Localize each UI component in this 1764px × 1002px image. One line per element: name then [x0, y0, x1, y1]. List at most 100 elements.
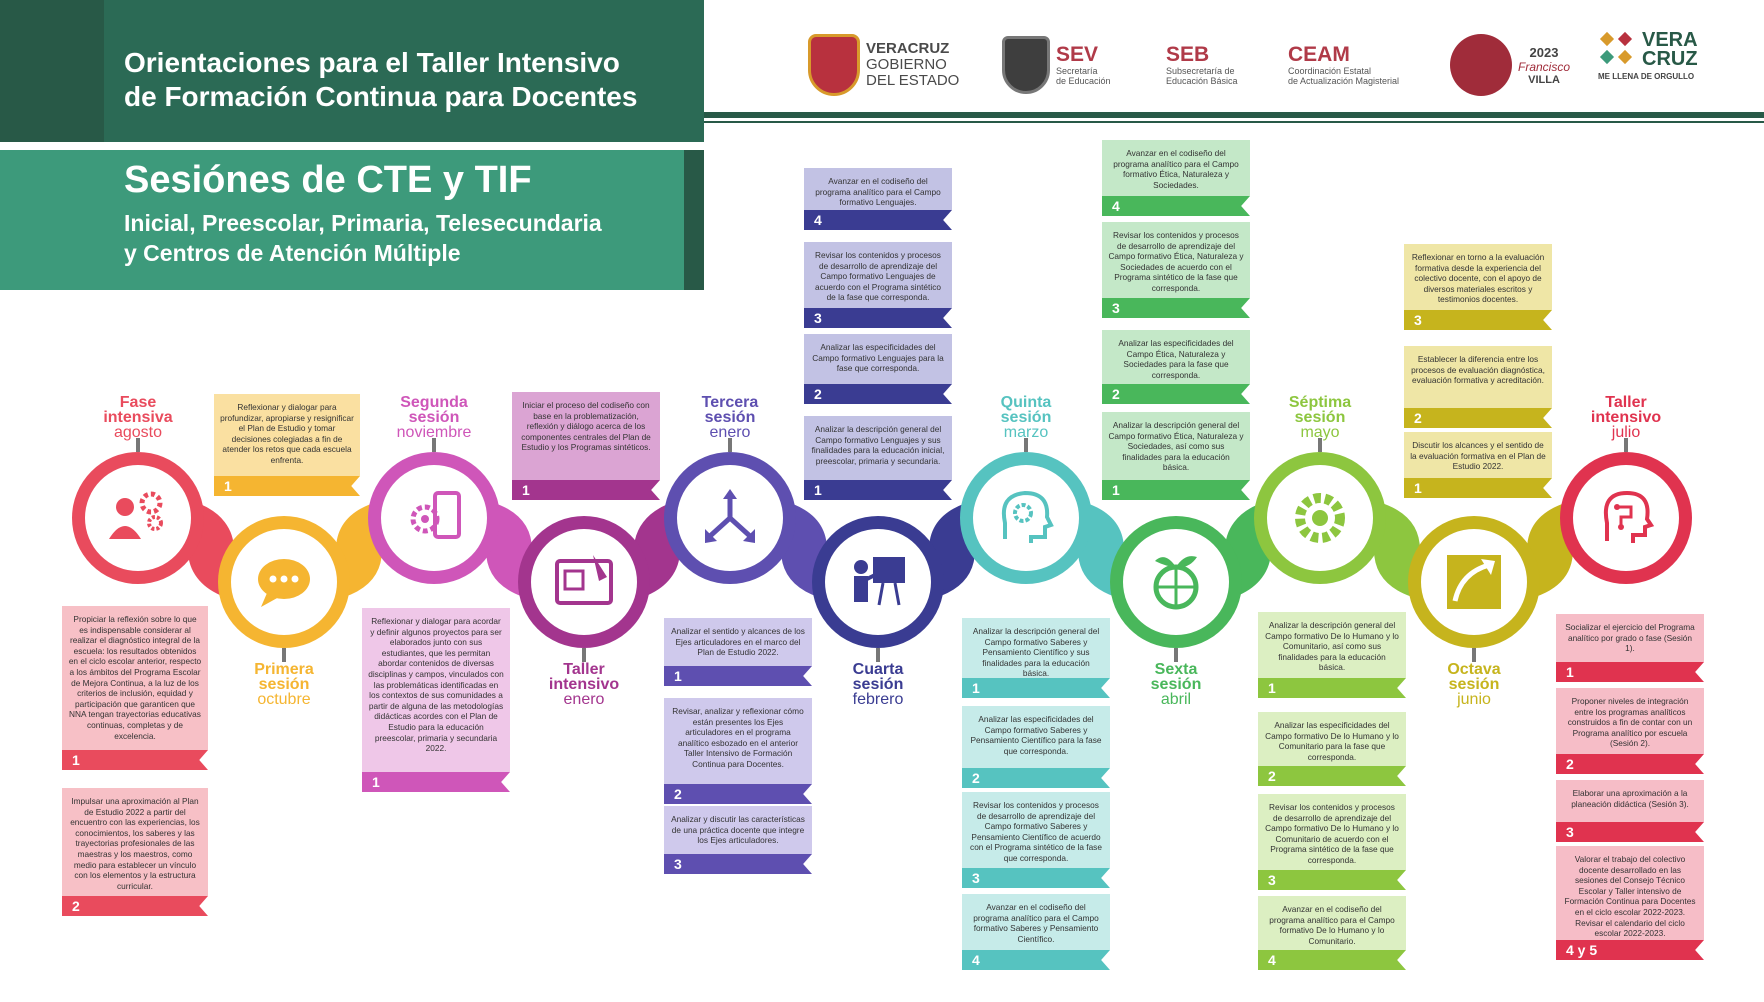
- teacher-board-icon: [828, 532, 928, 632]
- villa-portrait-icon: [1450, 34, 1512, 96]
- objective-number-badge: 1: [1404, 478, 1552, 498]
- page-title: Orientaciones para el Taller Intensivo d…: [124, 46, 704, 114]
- objective-box: Socializar el ejercicio del Programa ana…: [1556, 614, 1704, 662]
- objective-text: Impulsar una aproximación al Plan de Est…: [70, 796, 200, 891]
- logo-seb: SEB Subsecretaría de Educación Básica: [1166, 30, 1238, 100]
- objective-number-badge: 1: [1102, 480, 1250, 500]
- objective-number-badge: 2: [664, 784, 812, 804]
- veracruz-pattern-icon: [1599, 31, 1633, 65]
- people-gears-icon: [88, 468, 188, 568]
- session-label-bot: enero: [563, 691, 605, 708]
- objective-number-badge: 4: [962, 950, 1110, 970]
- session-stem: [1024, 438, 1028, 452]
- objective-text: Propiciar la reflexión sobre lo que es i…: [68, 614, 202, 741]
- objective-number-badge: 1: [804, 480, 952, 500]
- objective-box: Analizar las especificidades del Campo É…: [1102, 330, 1250, 384]
- objective-text: Revisar, analizar y reflexionar cómo est…: [672, 706, 804, 769]
- objective-text: Reflexionar y dialogar para acordar y de…: [368, 616, 504, 754]
- objective-number-badge: 3: [1556, 822, 1704, 842]
- objective-text: Iniciar el proceso del codiseño con base…: [521, 400, 651, 453]
- objective-box: Analizar y discutir las características …: [664, 806, 812, 854]
- objective-number-badge: 3: [1258, 870, 1406, 890]
- objective-box: Analizar las especificidades del Campo f…: [1258, 712, 1406, 766]
- objective-number-badge: 1: [1258, 678, 1406, 698]
- header-title-band: [104, 0, 704, 142]
- objective-box: Iniciar el proceso del codiseño con base…: [512, 392, 660, 480]
- objective-text: Analizar la descripción general del Camp…: [811, 424, 945, 466]
- session-stem: [1174, 648, 1178, 662]
- logo-veracruz-gobierno: VERACRUZ GOBIERNO DEL ESTADO: [808, 30, 959, 100]
- session-label-mid: intensivo: [548, 676, 620, 693]
- objective-box: Reflexionar y dialogar para profundizar,…: [214, 394, 360, 476]
- objective-number-badge: 3: [1404, 310, 1552, 330]
- objective-number-badge: 1: [664, 666, 812, 686]
- objective-text: Avanzar en el codiseño del programa anal…: [1113, 148, 1239, 190]
- objective-box: Reflexionar y dialogar para acordar y de…: [362, 608, 510, 772]
- head-circuit-icon: [1576, 468, 1676, 568]
- logo-sev: SEV Secretaría de Educación: [1002, 30, 1111, 100]
- session-label-mid: sesión: [1000, 409, 1052, 426]
- objective-number-badge: 1: [362, 772, 510, 792]
- session-label-bot: mayo: [1300, 424, 1340, 441]
- objective-text: Analizar las especificidades del Campo f…: [1265, 720, 1399, 762]
- objective-text: Analizar la descripción general del Camp…: [972, 626, 1100, 679]
- session-label-bot: abril: [1160, 691, 1192, 708]
- objective-text: Analizar las especificidades del Campo f…: [970, 714, 1102, 756]
- logo-villa-line1: Francisco: [1518, 59, 1571, 74]
- title-line-2: de Formación Continua para Docentes: [124, 81, 638, 112]
- session-label-bot: agosto: [113, 424, 163, 441]
- objective-number-badge: 3: [804, 308, 952, 328]
- session-label-mid: sesión: [1150, 676, 1202, 693]
- session-label-mid: sesión: [1448, 676, 1500, 693]
- logo-francisco-villa: 2023 Francisco VILLA: [1450, 30, 1570, 100]
- logo-veracruz-line3: DEL ESTADO: [866, 72, 960, 89]
- objective-text: Avanzar en el codiseño del programa anal…: [1269, 904, 1395, 946]
- session-label-bot: enero: [709, 424, 751, 441]
- objective-text: Analizar las especificidades del Campo f…: [812, 342, 944, 374]
- objective-text: Analizar el sentido y alcances de los Ej…: [671, 626, 805, 658]
- session-label-mid: sesión: [1294, 409, 1346, 426]
- globe-plant-icon: [1126, 532, 1226, 632]
- objective-box: Valorar el trabajo del colectivo docente…: [1556, 846, 1704, 940]
- logo-ceam: CEAM Coordinación Estatal de Actualizaci…: [1288, 30, 1399, 100]
- page-subtitle: Sesiónes de CTE y TIF: [124, 159, 532, 201]
- objective-number-badge: 2: [804, 384, 952, 404]
- session-label-bot: noviembre: [396, 424, 472, 441]
- session-ring-inner: [85, 465, 191, 571]
- session-label-mid: sesión: [704, 409, 756, 426]
- objective-box: Revisar los contenidos y procesos de des…: [962, 792, 1110, 868]
- objective-text: Analizar las especificidades del Campo É…: [1118, 338, 1234, 380]
- objective-box: Avanzar en el codiseño del programa anal…: [1102, 140, 1250, 196]
- objective-number-badge: 4: [1102, 196, 1250, 216]
- objective-box: Establecer la diferencia entre los proce…: [1404, 346, 1552, 408]
- session-stem: [1624, 438, 1628, 452]
- logo-sev-name: SEV: [1056, 43, 1099, 66]
- objective-box: Revisar los contenidos y procesos de des…: [1102, 222, 1250, 298]
- objective-box: Analizar la descripción general del Camp…: [1102, 412, 1250, 480]
- objective-box: Discutir los alcances y el sentido de la…: [1404, 432, 1552, 478]
- logo-seb-name: SEB: [1166, 43, 1210, 66]
- objective-box: Revisar los contenidos y procesos de des…: [1258, 794, 1406, 870]
- session-label-bot: julio: [1611, 424, 1641, 441]
- session-label-top: Segunda: [400, 394, 468, 411]
- objective-text: Revisar los contenidos y procesos de des…: [815, 250, 941, 303]
- objective-number-badge: 4: [1258, 950, 1406, 970]
- objective-box: Analizar la descripción general del Camp…: [1258, 612, 1406, 678]
- objective-number-badge: 1: [512, 480, 660, 500]
- objective-text: Analizar la descripción general del Camp…: [1265, 620, 1399, 673]
- session-label-mid: intensivo: [1590, 409, 1662, 426]
- objective-text: Revisar los contenidos y procesos de des…: [1265, 802, 1399, 865]
- objective-text: Discutir los alcances y el sentido de la…: [1410, 440, 1546, 472]
- session-stem: [876, 648, 880, 662]
- objective-number-badge: 2: [62, 896, 208, 916]
- session-stem: [1472, 648, 1476, 662]
- session-label-top: Primera: [254, 661, 314, 678]
